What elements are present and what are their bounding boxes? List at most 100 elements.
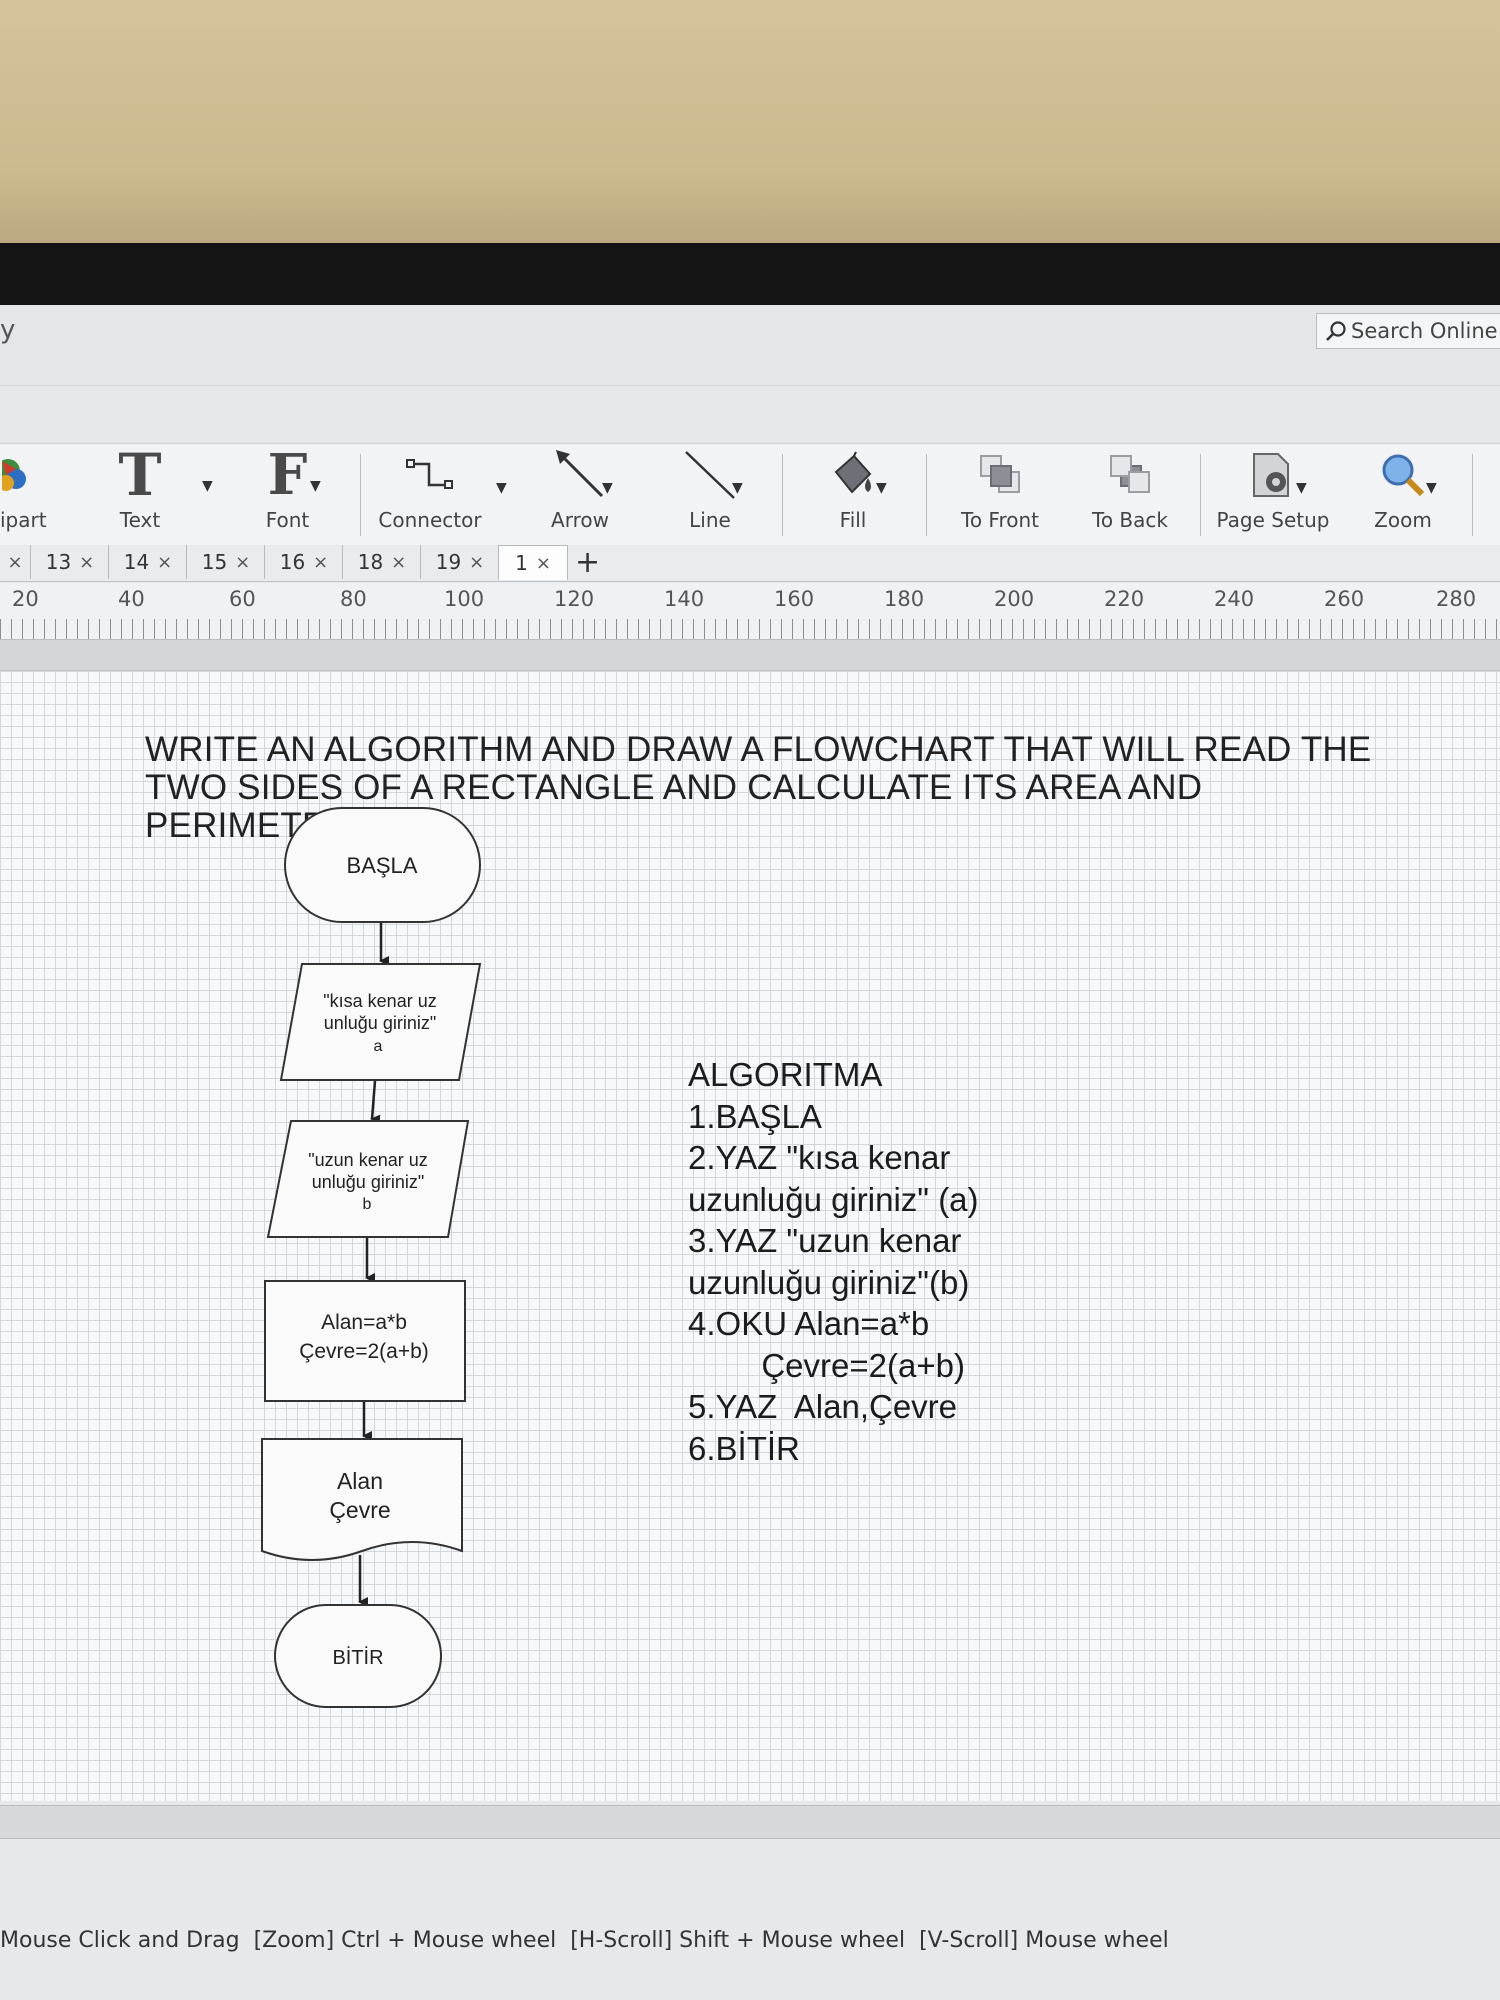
search-icon (1326, 321, 1346, 341)
font-dropdown-caret[interactable]: ▼ (310, 478, 321, 494)
ribbon-separator (1200, 454, 1201, 536)
font-tool[interactable]: F Font (245, 444, 330, 546)
assignment-heading[interactable]: WRITE AN ALGORITHM AND DRAW A FLOWCHART … (145, 730, 1372, 845)
flow-input-b-line: "uzun kenar uz (308, 1150, 427, 1170)
line-tool[interactable]: Line (665, 444, 755, 546)
horizontal-ruler: 20 40 60 80 100 120 140 160 180 200 220 … (0, 583, 1500, 640)
tab-19[interactable]: 19 × (422, 545, 499, 579)
font-icon: F (267, 442, 308, 508)
zoom-dropdown-caret[interactable]: ▼ (1426, 480, 1437, 496)
tab-label: 18 (357, 550, 384, 574)
line-label: Line (689, 508, 731, 532)
close-icon[interactable]: × (235, 551, 251, 573)
ruler-label: 120 (554, 587, 595, 611)
tab-partial[interactable]: × (0, 545, 31, 579)
clipart-tool[interactable]: ipart (0, 444, 47, 546)
status-bar: Mouse Click and Drag [Zoom] Ctrl + Mouse… (0, 1915, 1500, 1965)
close-icon[interactable]: × (157, 551, 173, 573)
tab-label: 15 (201, 550, 228, 574)
tab-14[interactable]: 14 × (110, 545, 187, 579)
tab-15[interactable]: 15 × (188, 545, 265, 579)
app-window: y Search Online ipart (0, 305, 1500, 2000)
algorithm-text[interactable]: ALGORITMA 1.BAŞLA 2.YAZ "kısa kenar uzun… (688, 1054, 979, 1469)
flowchart: BAŞLA "kısa kenar uz unluğu giriniz" a "… (261, 807, 482, 1708)
close-icon[interactable]: × (7, 551, 23, 573)
text-tool[interactable]: T Text (100, 444, 180, 546)
ruler-label: 200 (994, 587, 1035, 611)
monitor-bezel (0, 243, 1500, 305)
algorithm-step: 3.YAZ "uzun kenar (688, 1222, 962, 1259)
ribbon-separator (360, 454, 361, 536)
ruler-label: 260 (1324, 587, 1365, 611)
flow-input-a-line: unluğu giriniz" (324, 1013, 436, 1033)
search-placeholder: Search Online (1351, 319, 1498, 343)
algorithm-step: 6.BİTİR (688, 1429, 800, 1467)
fill-tool[interactable]: Fill (808, 444, 898, 546)
connector-tool[interactable]: Connector (375, 444, 485, 546)
line-dropdown-caret[interactable]: ▼ (732, 480, 743, 496)
ruler-label: 160 (774, 587, 815, 611)
window-title: y (0, 315, 16, 345)
flow-output-document[interactable]: Alan Çevre (261, 1438, 463, 1561)
algorithm-step: 4.OKU Alan=a*b (688, 1305, 930, 1342)
tab-label: 14 (123, 550, 150, 574)
zoom-icon (1378, 444, 1428, 506)
flow-input-b-line: unluğu giriniz" (312, 1172, 424, 1192)
flow-output-line: Alan (337, 1468, 383, 1494)
clipart-icon (2, 444, 38, 506)
ribbon-separator (926, 454, 927, 536)
algorithm-title: ALGORITMA (688, 1056, 883, 1093)
flow-input-b-var: b (363, 1196, 372, 1213)
text-dropdown-caret[interactable]: ▼ (202, 478, 213, 494)
page-setup-icon (1248, 444, 1298, 506)
tab-label: 19 (435, 550, 462, 574)
flow-input-b[interactable]: "uzun kenar uz unluğu giriniz" b (266, 1120, 470, 1238)
to-back-tool[interactable]: To Back (1075, 444, 1185, 546)
flow-start-terminator[interactable]: BAŞLA (284, 807, 481, 923)
zoom-label: Zoom (1374, 508, 1432, 532)
close-icon[interactable]: × (313, 551, 329, 573)
close-icon[interactable]: × (79, 551, 95, 573)
close-icon[interactable]: × (535, 552, 551, 574)
arrow-dropdown-caret[interactable]: ▼ (602, 480, 613, 496)
ruler-label: 100 (444, 587, 485, 611)
ruler-label: 40 (118, 587, 145, 611)
ruler-label: 220 (1104, 587, 1145, 611)
zoom-tool[interactable]: Zoom (1358, 444, 1448, 546)
ribbon-toolbar: ipart T Text ▼ F Font ▼ (0, 443, 1500, 547)
horizontal-scrollbar[interactable] (0, 1805, 1500, 1839)
connector-dropdown-caret[interactable]: ▼ (496, 480, 507, 496)
close-icon[interactable]: × (391, 551, 407, 573)
fill-dropdown-caret[interactable]: ▼ (876, 480, 887, 496)
close-icon[interactable]: × (469, 551, 485, 573)
to-front-tool[interactable]: To Front (945, 444, 1055, 546)
arrow-label: Arrow (551, 508, 609, 532)
flow-end-text: BİTİR (332, 1646, 383, 1669)
page-setup-tool[interactable]: Page Setup (1213, 444, 1333, 546)
ruler-ticks (0, 619, 1500, 639)
arrow-tool[interactable]: Arrow (535, 444, 625, 546)
algorithm-step: 1.BAŞLA (688, 1097, 822, 1135)
arrow-icon (552, 444, 608, 506)
ruler-label: 80 (340, 587, 367, 611)
flow-output-line: Çevre (329, 1497, 390, 1523)
add-tab-button[interactable]: + (575, 544, 601, 580)
ruler-label: 240 (1214, 587, 1255, 611)
flow-input-a-line: "kısa kenar uz (323, 991, 436, 1011)
flow-input-a[interactable]: "kısa kenar uz unluğu giriniz" a (279, 963, 482, 1081)
drawing-canvas[interactable]: WRITE AN ALGORITHM AND DRAW A FLOWCHART … (0, 670, 1500, 1801)
search-online-box[interactable]: Search Online (1316, 313, 1500, 349)
algorithm-step: Çevre=2(a+b) (688, 1346, 965, 1384)
algorithm-step: 2.YAZ "kısa kenar (688, 1139, 951, 1176)
flow-end-terminator[interactable]: BİTİR (274, 1604, 442, 1708)
algorithm-step: uzunluğu giriniz"(b) (688, 1263, 970, 1301)
tab-13[interactable]: 13× (32, 545, 109, 579)
tab-16[interactable]: 16× (266, 545, 343, 579)
flow-process[interactable]: Alan=a*b Çevre=2(a+b) (264, 1280, 466, 1402)
page-setup-dropdown-caret[interactable]: ▼ (1296, 480, 1307, 496)
line-icon (682, 444, 738, 506)
tab-18[interactable]: 18 × (344, 545, 421, 579)
connector-icon (405, 444, 455, 506)
to-back-label: To Back (1092, 508, 1168, 532)
tab-1-active[interactable]: 1× (498, 545, 568, 580)
